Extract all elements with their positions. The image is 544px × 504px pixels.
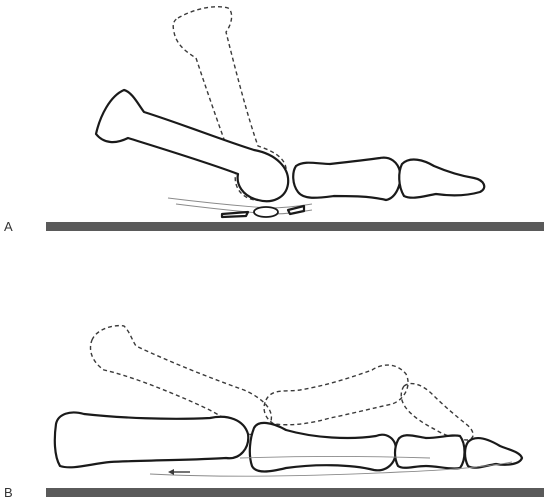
panel-b-middle-phalanx	[395, 435, 465, 468]
panel-a-sesamoid-left	[222, 212, 248, 217]
panel-a-metatarsal	[96, 90, 288, 201]
panel-a: A	[4, 7, 544, 234]
panel-b: B	[4, 326, 544, 500]
panel-b-metatarsal	[55, 412, 248, 467]
panel-b-distal-phalanx	[465, 438, 522, 468]
arrow-icon	[168, 469, 190, 475]
panel-b-dashed-proximal-phalanx	[264, 365, 408, 425]
panel-b-label: B	[4, 485, 13, 500]
panel-a-label: A	[4, 219, 13, 234]
panel-a-proximal-phalanx	[293, 158, 400, 200]
panel-a-sesamoid	[254, 207, 278, 217]
panel-a-distal-phalanx	[399, 160, 484, 198]
panel-b-proximal-phalanx	[250, 423, 396, 472]
panel-a-ground	[46, 222, 544, 231]
panel-b-dashed-distal-phalanx	[401, 384, 473, 440]
panel-a-tendon	[168, 198, 312, 208]
panel-b-ground	[46, 488, 544, 497]
